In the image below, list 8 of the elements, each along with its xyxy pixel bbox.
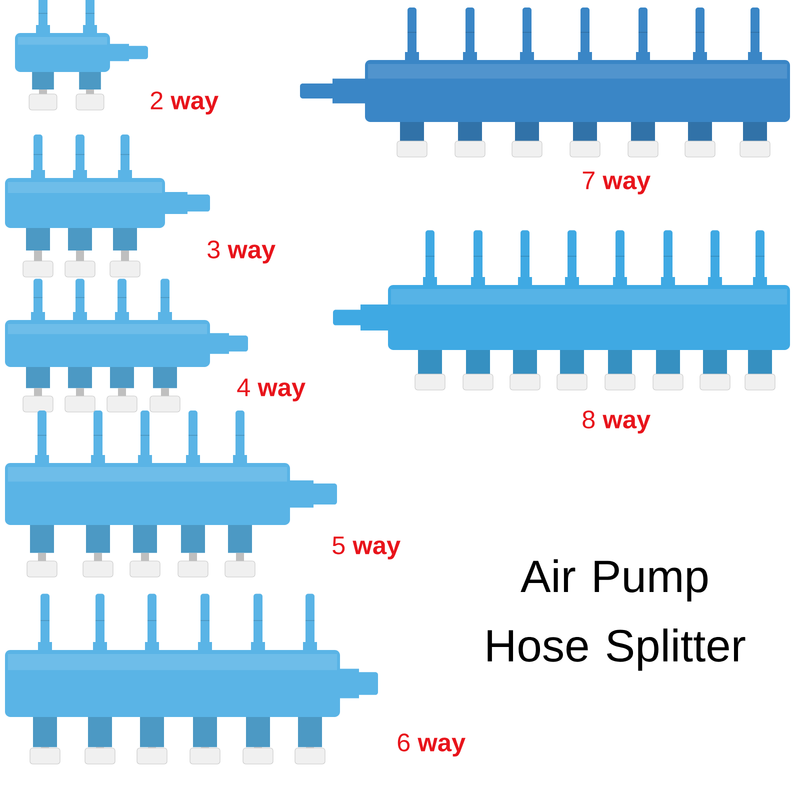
title: Air Pump Hose Splitter xyxy=(488,559,746,671)
way-label: 4 way xyxy=(237,378,306,402)
way-label: 5 way xyxy=(332,536,400,560)
way-label: 8 way xyxy=(582,410,650,434)
way-label: 3 way xyxy=(208,240,276,264)
way-label: 7 way xyxy=(582,172,650,194)
way-label: 2 way xyxy=(150,92,218,114)
way-label: 6 way xyxy=(398,734,466,756)
